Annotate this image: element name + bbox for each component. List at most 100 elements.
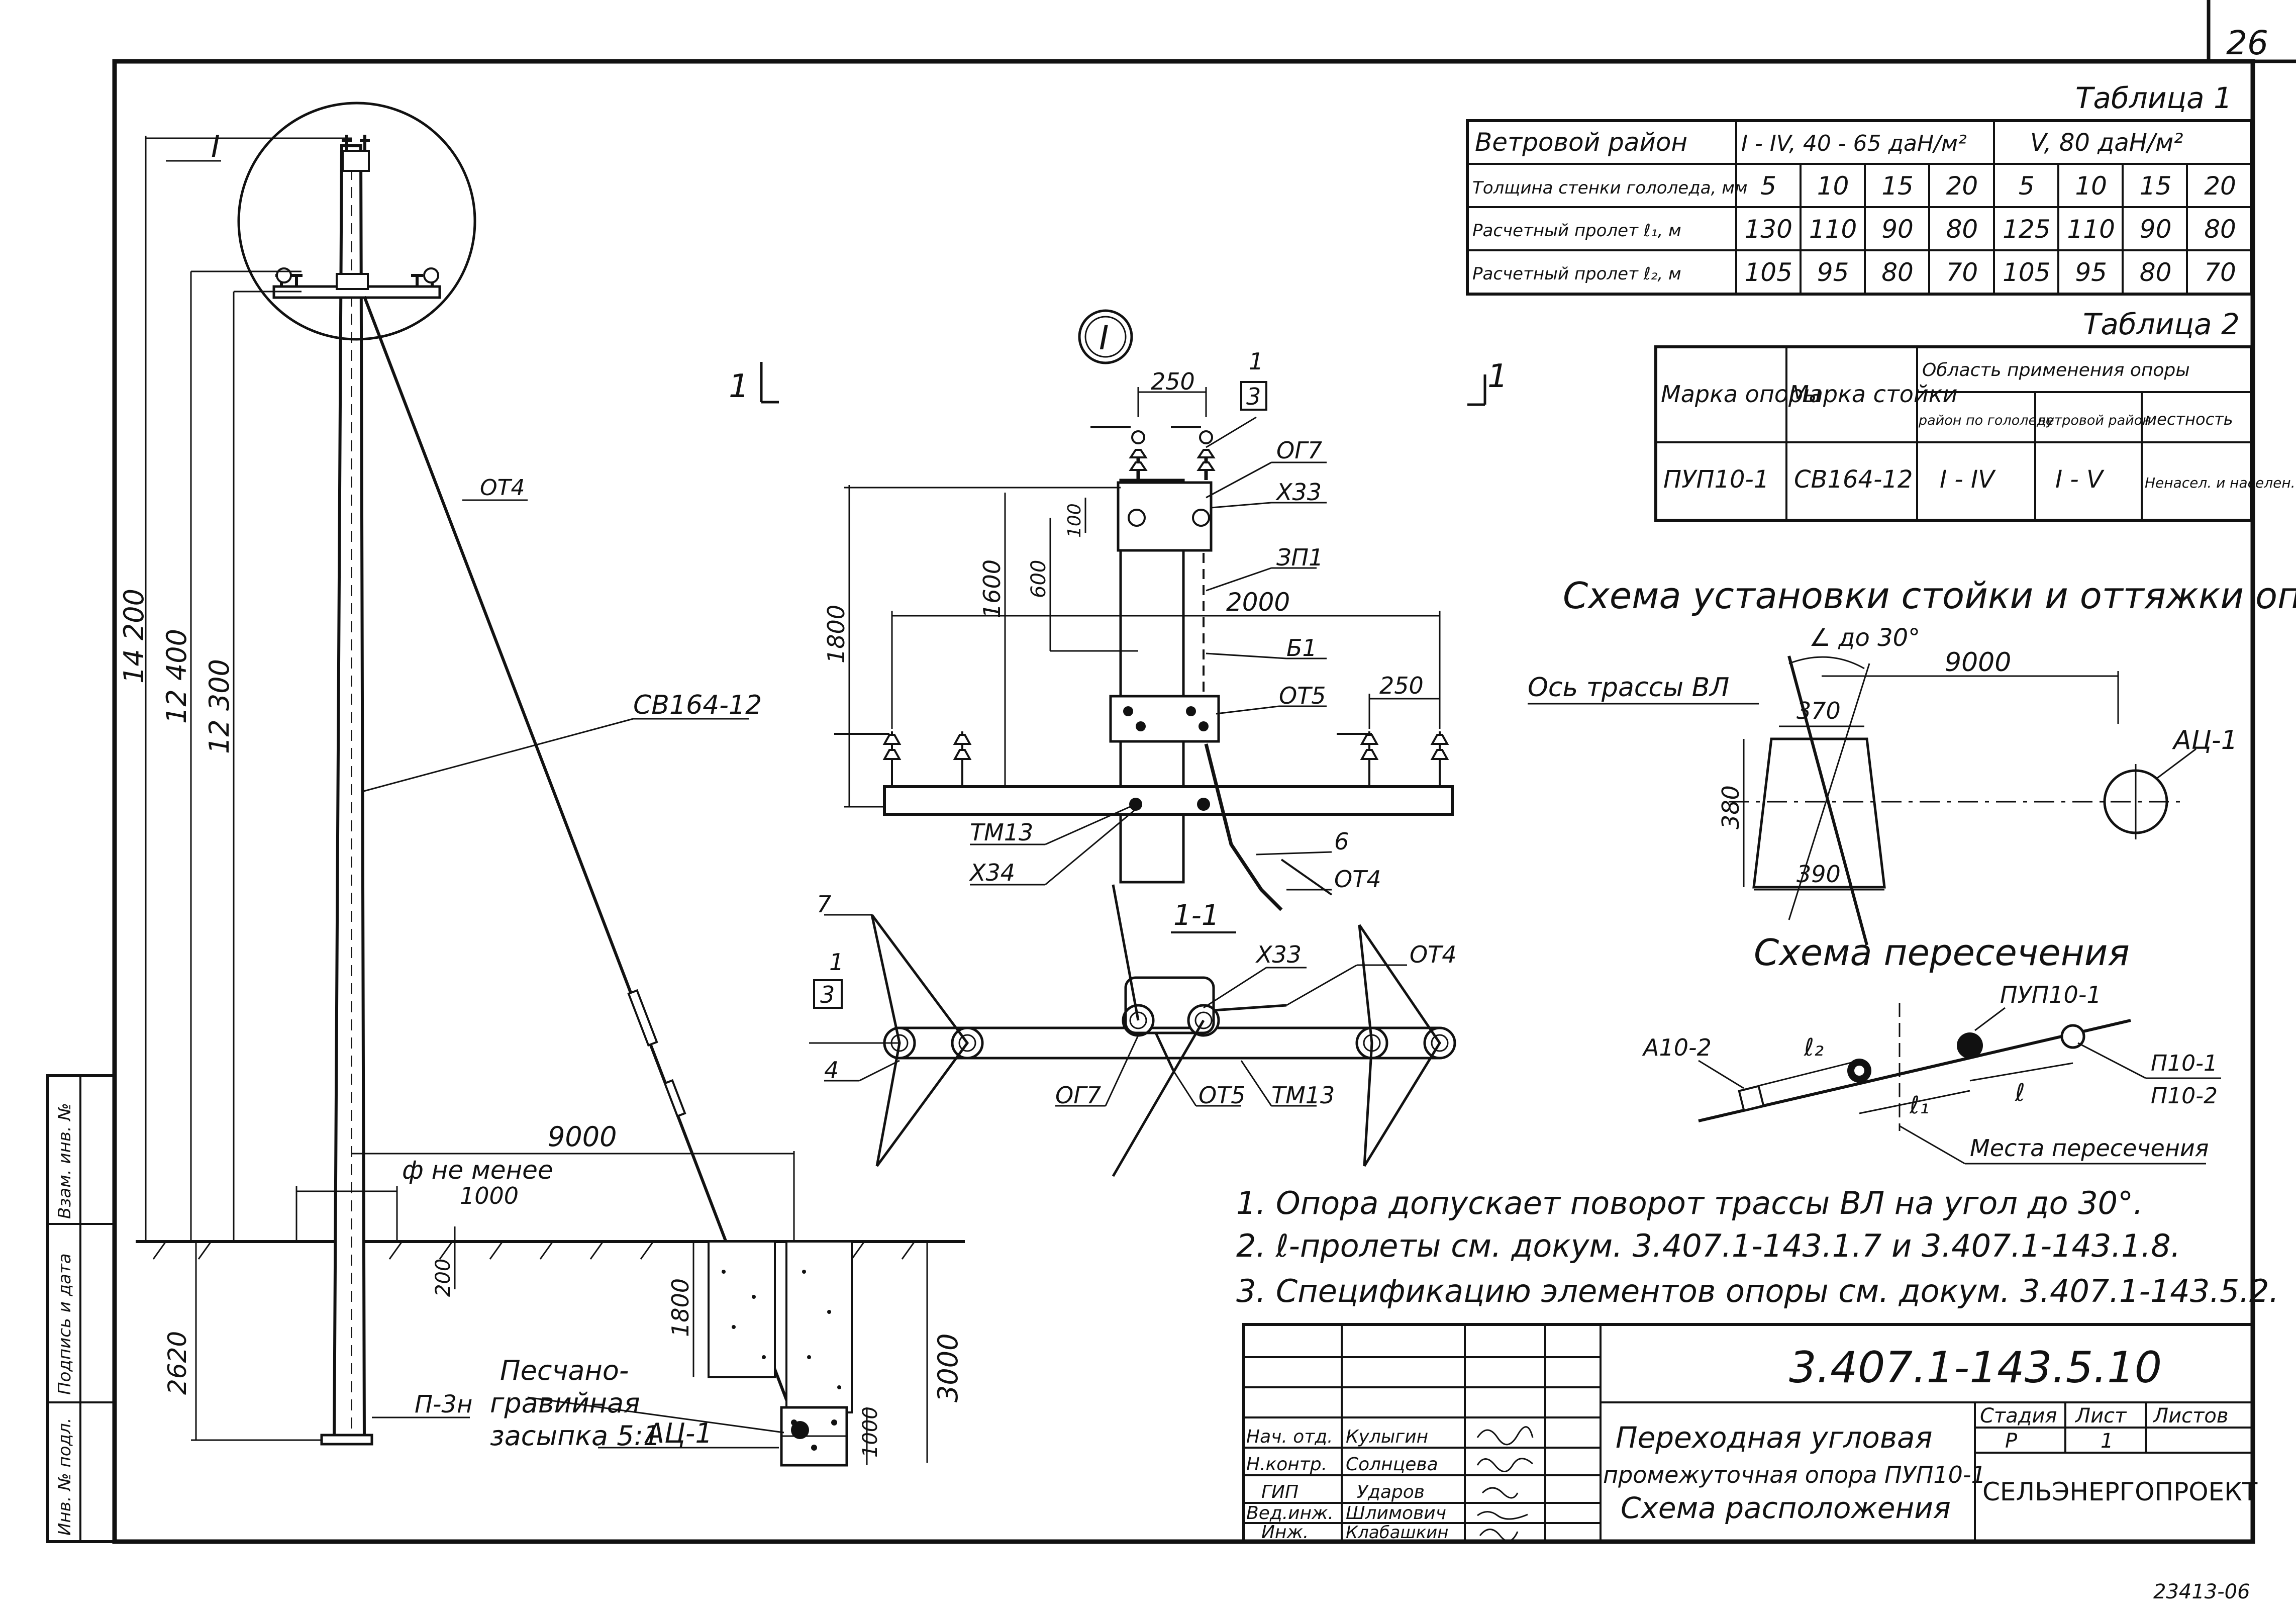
dim-200: 200 [432,1259,455,1297]
table1-cell: 110 [1809,215,1857,244]
table1-title: Таблица 1 [2075,81,2232,115]
sheets-header: Листов [2152,1404,2228,1428]
crossing-a10: А10-2 [1642,1034,1712,1061]
node-callout-num: 1 [1249,348,1263,375]
table1-cell: 5 [2019,171,2035,201]
table-2: Таблица 2 Марка опоры Марка стойки Облас… [1654,307,2295,522]
dim-12300: 12 300 [204,659,235,754]
table1-cell: 70 [1946,258,1978,287]
sec-label-7: 7 [817,891,831,918]
crossing-p1: П10-1 [2151,1051,2218,1076]
table1-cell: 130 [1744,215,1792,244]
node-detail: I [823,309,1454,911]
table1-cell: 20 [2204,171,2236,201]
t2-post: СВ164-12 [1794,465,1913,494]
sec-label-ot5: ОТ5 [1199,1082,1246,1109]
label-ac1-anchor: АЦ-1 [644,1417,713,1449]
note-2: 2. ℓ-пролеты см. докум. 3.407.1-143.1.7 … [1236,1227,2180,1264]
table2-title: Таблица 2 [2083,307,2240,341]
dim-1000: 1000 [460,1182,519,1209]
sec-label-1: 1 [829,949,844,976]
dim-14200: 14 200 [118,589,150,684]
role-3: ГИП [1261,1482,1299,1502]
table1-cell: 20 [1946,171,1978,201]
t2-h-ice: район по гололеду [1918,413,2055,428]
node-dim-250-arm: 250 [1379,672,1424,699]
page-number: 26 [2226,24,2268,62]
install-axis: Ось трассы ВЛ [1528,673,1729,703]
role-5: Инж. [1261,1522,1309,1543]
title-block: 3.407.1-143.5.10 Переходная угловая пром… [1242,1323,2258,1543]
table1-cell: 80 [1946,215,1978,244]
table1-cell: 90 [1881,215,1914,244]
t2-wind: I - V [2055,465,2105,494]
table1-cell: 10 [1817,171,1849,201]
crossing-pup: ПУП10-1 [2000,981,2102,1008]
t2-h-area: Область применения опоры [1922,360,2190,381]
table1-cell: 125 [2003,215,2050,244]
install-title: Схема установки стойки и оттяжки опоры [1563,575,2296,617]
label-ot4-guy: ОТ4 [480,475,525,501]
table1-cell: 10 [2075,171,2107,201]
node-label-ot4: ОТ4 [1334,866,1381,893]
node-callout-box: 3 [1246,383,1261,410]
section-mark-left: 1 [729,368,749,405]
dim-1800: 1800 [667,1278,694,1337]
table1-cell: 95 [1817,258,1849,287]
dim-2620: 2620 [163,1331,192,1395]
install-d390: 390 [1796,861,1841,888]
table1-cell: 95 [2075,258,2107,287]
install-d370: 370 [1796,697,1841,724]
node-label-b1: Б1 [1286,634,1317,661]
crossing-place: Места пересечения [1970,1134,2209,1162]
side-stamp: Инв. № подл. Подпись и дата Взам. инв. № [46,1074,116,1543]
install-scheme: Схема установки стойки и оттяжки опоры ∠… [1528,575,2296,945]
dim-1000-anchor: 1000 [859,1406,882,1458]
crossing-l1: ℓ₁ [1909,1091,1929,1119]
sec-label-3: 3 [820,981,835,1008]
node-label-6: 6 [1334,828,1349,855]
install-d380: 380 [1717,785,1744,829]
node-ref: I [1099,319,1109,357]
table1-cell: 70 [2204,258,2236,287]
organization: СЕЛЬЭНЕРГОПРОЕКТ [1982,1477,2258,1506]
t2-h-mark-support: Марка опоры [1661,381,1822,408]
title-line-1: Переходная угловая [1616,1420,1932,1455]
table1-cell: 15 [2140,171,2172,201]
node-label-ot5: ОТ5 [1279,682,1326,709]
section-mark-right: 1 [1487,358,1508,395]
t2-ice: I - IV [1940,465,1996,494]
label-post: СВ164-12 [633,690,762,720]
install-d9000: 9000 [1945,647,2011,678]
install-ac1: АЦ-1 [2172,725,2238,755]
stamp-sign-date: Подпись и дата [55,1253,75,1395]
stamp-inv-replace: Взам. инв. № [55,1103,75,1219]
name-2: Солнцева [1346,1454,1438,1475]
document-code: 3.407.1-143.5.10 [1789,1343,2162,1393]
crossing-l2: ℓ₂ [1804,1033,1824,1062]
crossing-p2: П10-2 [2151,1083,2218,1109]
bottom-code: 23413-06 [2153,1580,2250,1603]
label-sand-1: Песчано- [500,1355,629,1386]
dim-9000: 9000 [548,1121,617,1153]
stage-value: Р [2005,1430,2018,1453]
table1-cell: 80 [2140,258,2172,287]
node-label-tm13: ТМ13 [970,819,1033,846]
note-3: 3. Спецификацию элементов опоры см. доку… [1236,1273,2279,1309]
t1-wind-label: Ветровой район [1475,128,1687,157]
section-title: 1-1 [1173,899,1219,932]
sec-label-ot4: ОТ4 [1410,941,1457,968]
t2-h-wind: ветровой район [2038,413,2151,428]
dim-min: ф не менее [402,1156,553,1185]
name-4: Шлимович [1346,1503,1446,1524]
role-4: Вед.инж. [1246,1503,1334,1524]
sec-label-4: 4 [824,1057,839,1084]
label-p3: П-3н [415,1390,472,1418]
sheet-number: 1 [2101,1430,2113,1453]
title-line-2: промежуточная опора ПУП10-1 [1603,1461,1986,1488]
t2-h-terrain: местность [2145,410,2233,429]
role-1: Нач. отд. [1246,1427,1333,1447]
node-dim-100: 100 [1064,503,1085,538]
